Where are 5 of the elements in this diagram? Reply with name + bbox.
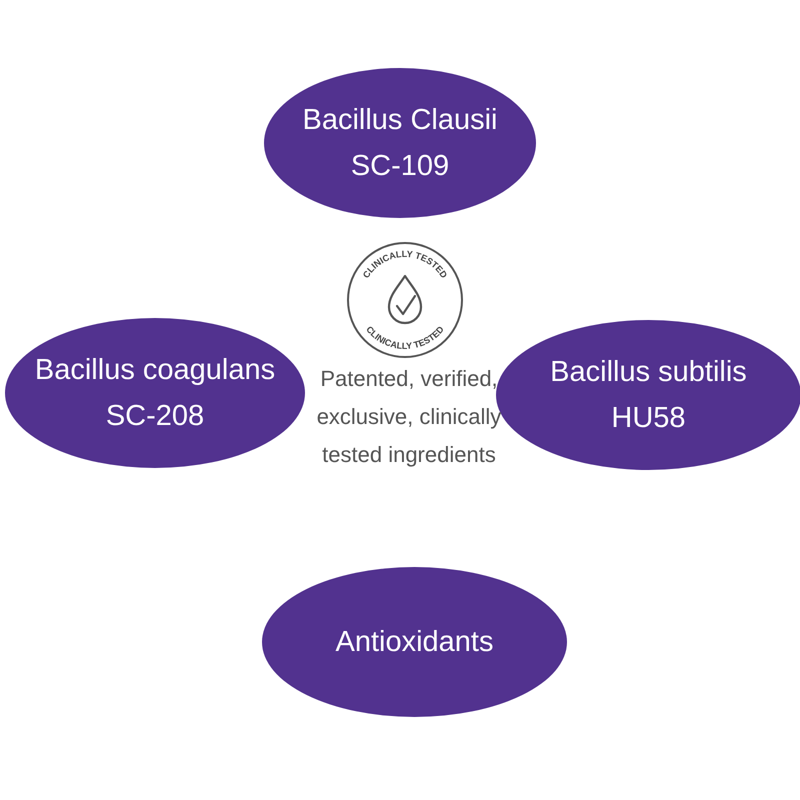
node-text: Bacillus Clausii SC-109 [301,103,498,184]
node-text: Antioxidants [336,625,494,660]
node-text: Bacillus coagulans SC-208 [34,353,276,434]
node-text: Bacillus subtilis HU58 [549,355,748,436]
description-text: Patented, verified, exclusive, clinically tested ingredients [316,365,502,469]
